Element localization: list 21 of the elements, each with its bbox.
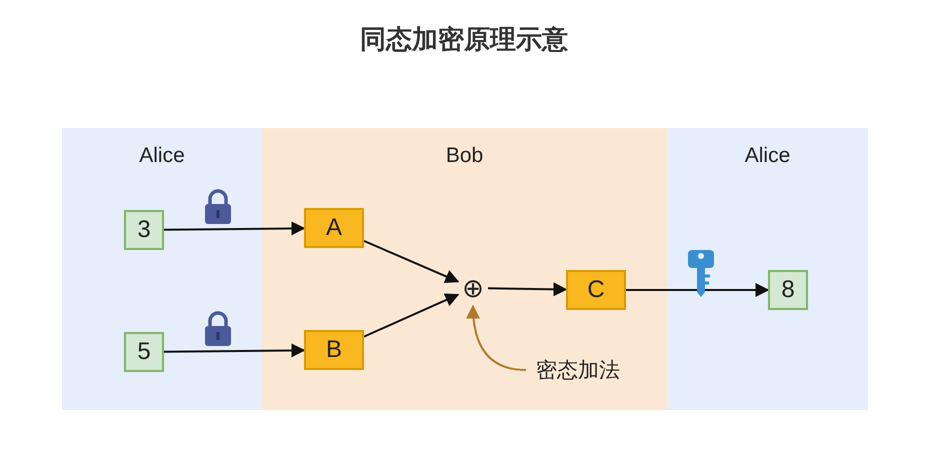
arrow [164, 221, 306, 236]
cipher-box: A [304, 208, 364, 248]
arrow [488, 282, 568, 296]
leader-arrow [466, 304, 526, 371]
note-label: 密态加法 [528, 354, 628, 386]
lane-background [62, 128, 262, 410]
title: 同态加密原理示意 [359, 23, 569, 56]
cipher-box: C [566, 270, 626, 310]
value-box: 5 [124, 332, 164, 372]
arrow [164, 343, 306, 358]
arrow [364, 293, 460, 338]
value-box: 3 [124, 210, 164, 250]
lane-background [667, 128, 868, 410]
cipher-box: B [304, 330, 364, 370]
lane-heading: Alice [744, 144, 792, 168]
arrow [626, 283, 770, 297]
value-box: 8 [768, 270, 808, 310]
arrow [364, 240, 460, 283]
lane-heading: Alice [138, 144, 186, 168]
plus-symbol: ⊕ [458, 272, 488, 304]
lane-heading: Bob [444, 144, 484, 168]
